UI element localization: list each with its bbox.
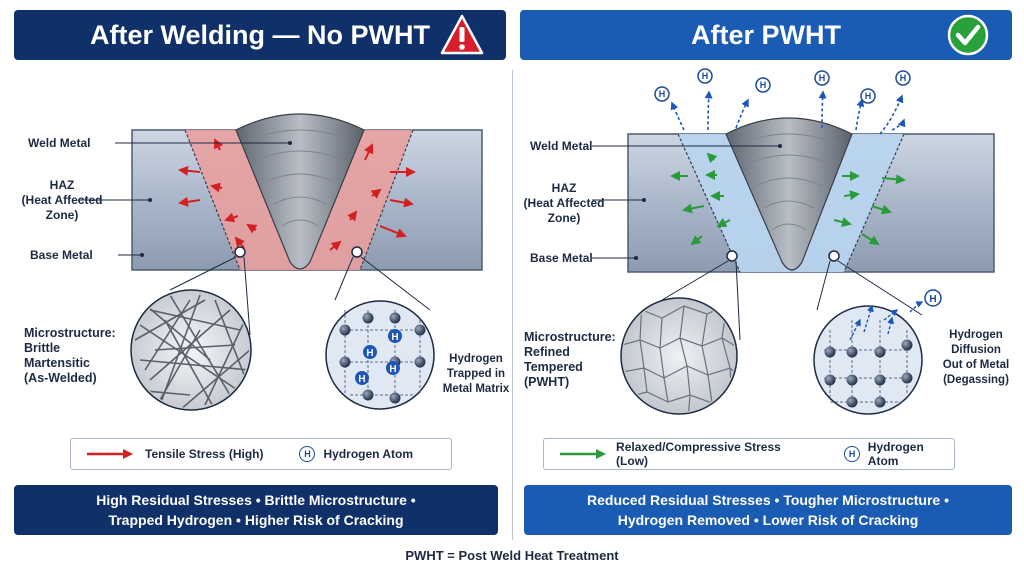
legend-stress-label: Tensile Stress (High) xyxy=(145,447,264,461)
svg-text:H: H xyxy=(659,89,666,99)
hydrogen-atom-icon: H xyxy=(299,446,316,462)
hydrogen-atom-released xyxy=(924,289,942,307)
red-arrow-icon xyxy=(87,449,133,459)
hydrogen-degassing-arrows xyxy=(670,90,906,135)
svg-text:H: H xyxy=(391,332,398,343)
label-base-metal: Base Metal xyxy=(530,251,593,265)
legend-tensile-stress: Tensile Stress (High) xyxy=(85,447,263,461)
summary-line-1: High Residual Stresses • Brittle Microst… xyxy=(96,492,416,508)
label-weld-metal: Weld Metal xyxy=(530,139,593,153)
summary-no-pwht: High Residual Stresses • Brittle Microst… xyxy=(14,485,498,535)
haz-zone-left xyxy=(185,130,300,270)
legend-pwht: Relaxed/Compressive Stress (Low) H Hydro… xyxy=(543,438,955,470)
footnote: PWHT = Post Weld Heat Treatment xyxy=(405,548,619,563)
martensitic-microstructure xyxy=(130,289,252,411)
green-arrow-icon xyxy=(560,449,606,459)
tempered-microstructure xyxy=(620,297,738,415)
svg-text:H: H xyxy=(900,73,907,83)
hydrogen-diffusion-lattice: H xyxy=(813,289,942,415)
label-hydrogen-diffusion: Hydrogen Diffusion Out of Metal (Degassi… xyxy=(942,329,1010,386)
label-microstructure: Microstructure: Brittle Martensitic (As-… xyxy=(24,326,116,385)
haz-zone-right xyxy=(300,130,413,270)
summary-line-2: Trapped Hydrogen • Higher Risk of Cracki… xyxy=(108,512,404,528)
svg-text:H: H xyxy=(865,91,872,101)
summary-line-2: Hydrogen Removed • Lower Risk of Crackin… xyxy=(617,512,919,528)
hydrogen-trapped-lattice: H H H H xyxy=(325,300,435,410)
svg-text:H: H xyxy=(760,80,767,90)
checkmark-icon xyxy=(947,14,989,56)
label-haz: HAZ (Heat Affected Zone) xyxy=(523,181,605,225)
header-title-pwht: After PWHT xyxy=(691,19,841,50)
haz-zone-right xyxy=(792,134,904,272)
label-haz: HAZ (Heat Affected Zone) xyxy=(21,178,103,222)
legend-stress-label: Relaxed/Compressive Stress (Low) xyxy=(616,440,781,468)
tensile-stress-arrows xyxy=(178,138,416,251)
legend-atom-label: Hydrogen Atom xyxy=(867,440,924,468)
label-base-metal: Base Metal xyxy=(30,248,93,262)
header-no-pwht: After Welding — No PWHT xyxy=(14,10,506,60)
header-title-no-pwht: After Welding — No PWHT xyxy=(90,19,430,50)
header-pwht: After PWHT xyxy=(520,10,1012,60)
weld-bead xyxy=(725,117,853,271)
svg-text:H: H xyxy=(929,294,936,305)
svg-text:H: H xyxy=(819,73,826,83)
hydrogen-atoms-escaping xyxy=(654,68,911,104)
diagram-no-pwht: H H H H xyxy=(78,113,483,411)
summary-line-1: Reduced Residual Stresses • Tougher Micr… xyxy=(587,492,949,508)
warning-icon xyxy=(440,14,484,55)
svg-text:H: H xyxy=(702,71,709,81)
svg-text:H: H xyxy=(366,348,373,359)
haz-zone-left xyxy=(678,134,792,272)
hydrogen-atom-icon: H xyxy=(844,446,860,462)
legend-atom-label: Hydrogen Atom xyxy=(323,447,414,461)
diagram-pwht: H H H H H H xyxy=(592,68,995,415)
legend-relaxed-stress: Relaxed/Compressive Stress (Low) xyxy=(558,440,808,468)
relaxed-stress-arrows xyxy=(670,152,906,246)
label-hydrogen-trapped: Hydrogen Trapped in Metal Matrix xyxy=(442,353,510,395)
hydrogen-atoms-trapped: H H H H xyxy=(355,329,402,385)
legend-no-pwht: Tensile Stress (High) H Hydrogen Atom xyxy=(70,438,452,470)
summary-pwht: Reduced Residual Stresses • Tougher Micr… xyxy=(524,485,1012,535)
svg-text:H: H xyxy=(358,374,365,385)
weld-bead xyxy=(235,113,365,270)
label-weld-metal: Weld Metal xyxy=(28,136,91,150)
svg-text:H: H xyxy=(389,364,396,375)
panel-divider xyxy=(512,70,513,540)
label-microstructure: Microstructure: Refined Tempered (PWHT) xyxy=(524,330,616,389)
